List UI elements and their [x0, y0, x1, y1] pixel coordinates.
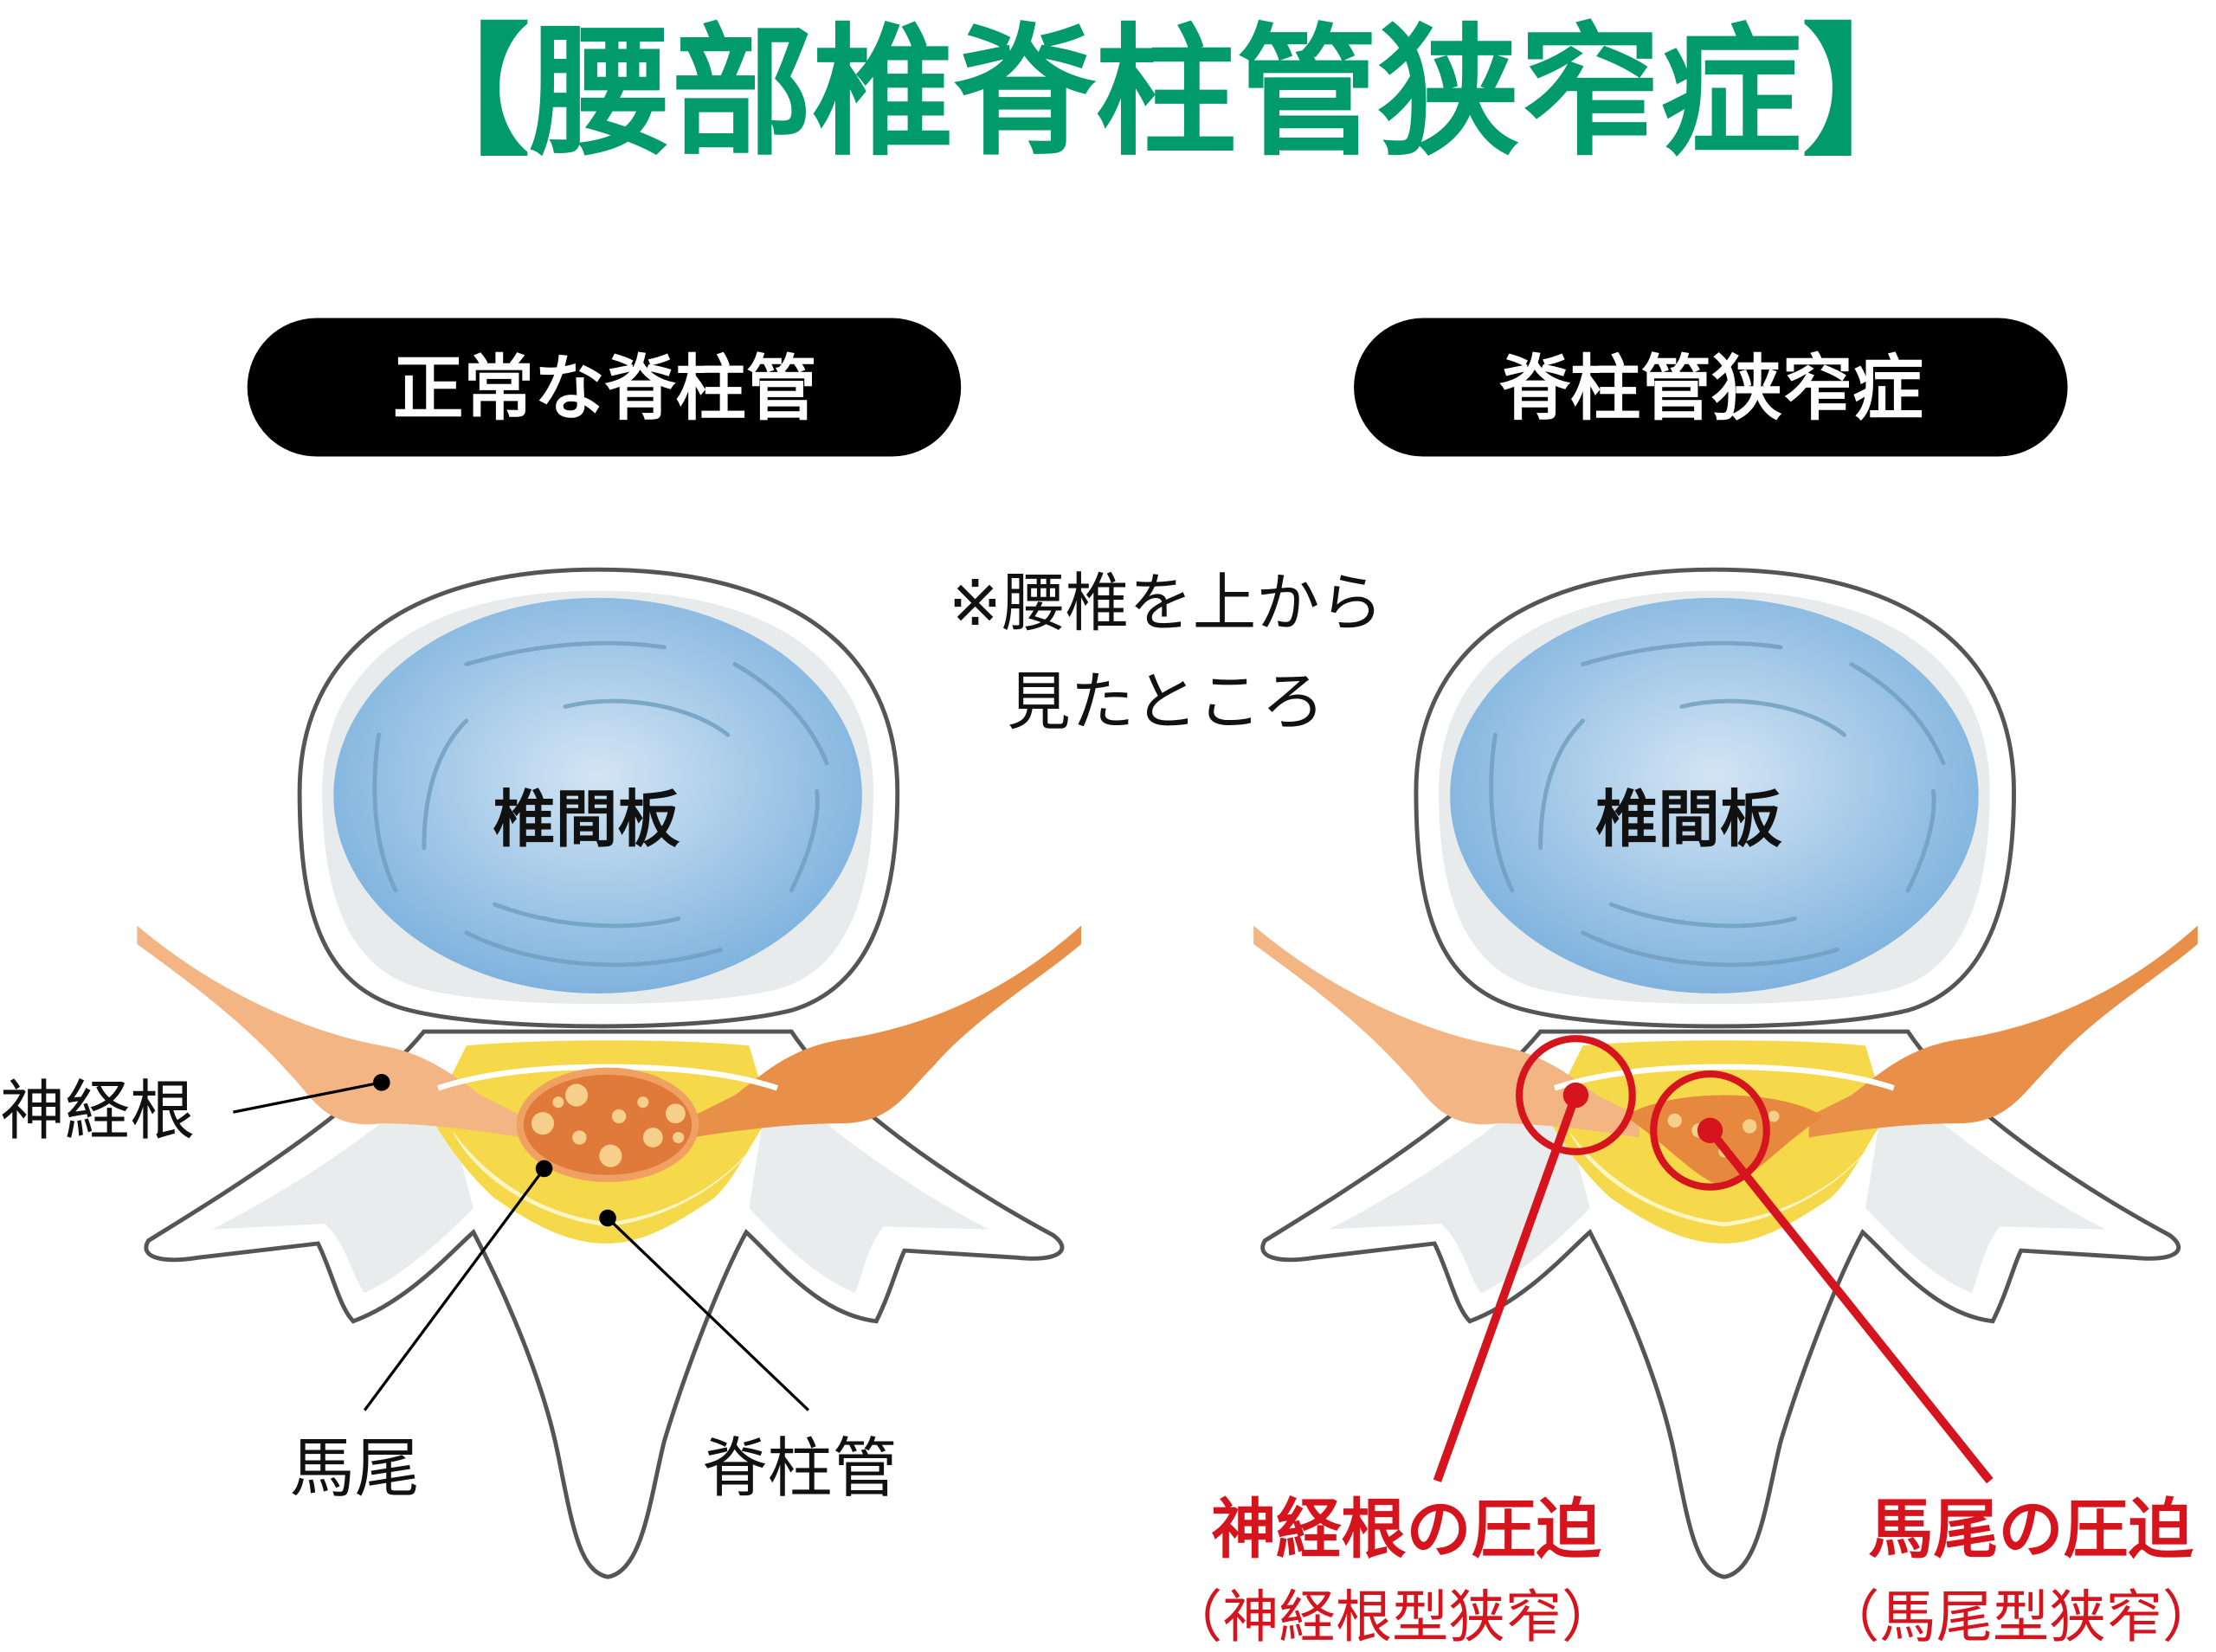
stenosis-label: 脊柱管狭窄症 [1499, 348, 1923, 430]
nerve-root-compression-label: 神経根の圧迫 [1211, 1491, 1601, 1567]
nerve-root-compression-marker [1433, 1035, 1636, 1482]
nerve-root-stenosis-type: （神経根型狭窄） [1166, 1585, 1618, 1650]
cauda-equina-fibers [531, 1083, 686, 1167]
normal-canal-label: 正常な脊柱管 [393, 348, 817, 430]
normal-canal-header: 正常な脊柱管 [247, 318, 962, 457]
page-title: 【腰部椎脊柱管狭窄症】 [389, 10, 1943, 175]
normal-vertebra-illustration [137, 569, 1081, 1577]
view-note-line1: ※腰椎を上から [949, 567, 1383, 640]
cauda-equina-label: 馬尾 [290, 1430, 420, 1507]
stenosis-header: 脊柱管狭窄症 [1354, 318, 2068, 457]
disc-label-normal: 椎間板 [493, 783, 680, 856]
cauda-compression-label: 馬尾の圧迫 [1868, 1491, 2193, 1567]
spinal-canal-label: 脊柱管 [702, 1430, 897, 1507]
view-note-line2: 見たところ [1007, 665, 1324, 739]
cauda-compression-marker [1650, 1070, 1994, 1484]
cauda-stenosis-type: （馬尾型狭窄） [1823, 1585, 2216, 1650]
disc-label-stenosis: 椎間板 [1595, 783, 1782, 856]
nerve-root-label: 神経根 [0, 1073, 195, 1149]
